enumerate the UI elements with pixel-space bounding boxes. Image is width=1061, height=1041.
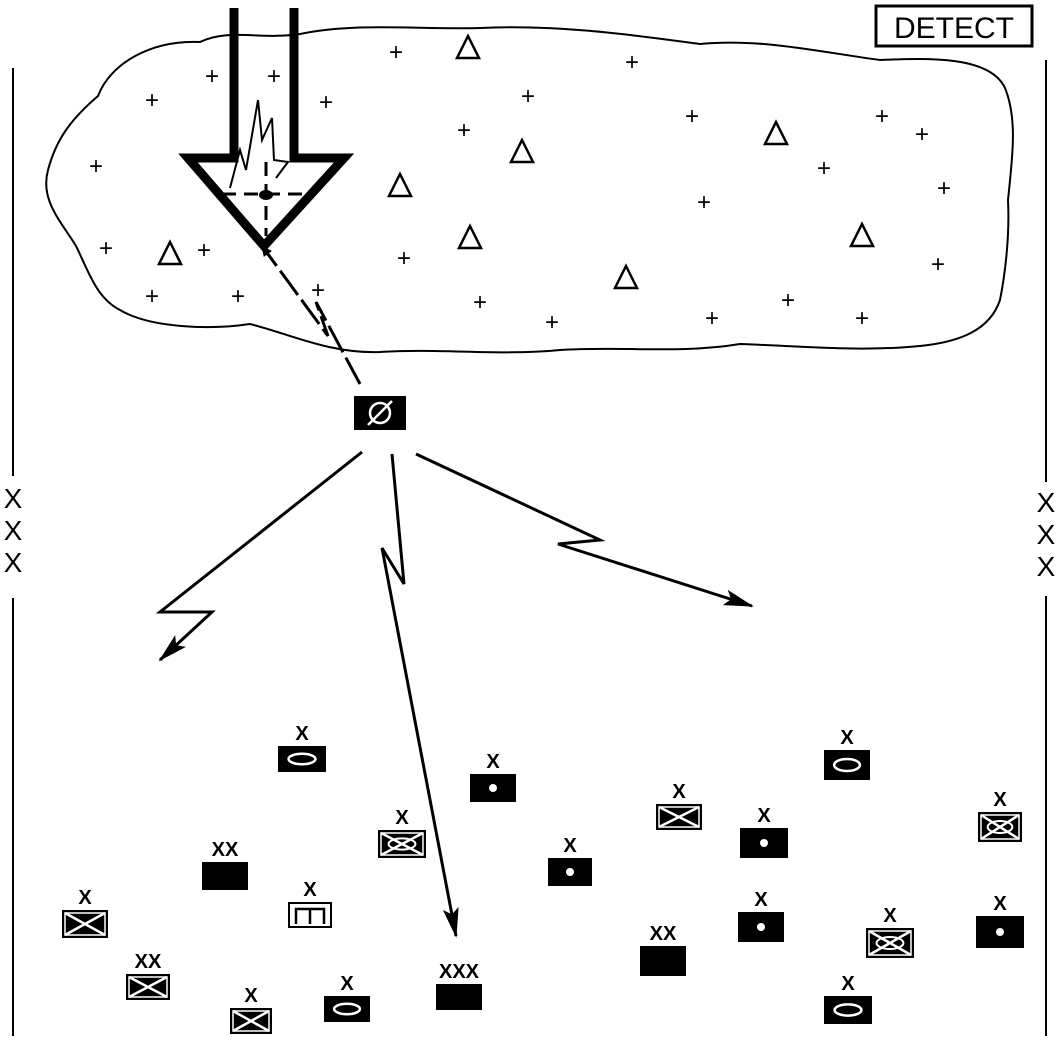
left-boundary-echelon-3: X xyxy=(4,547,23,578)
target-marker: + xyxy=(931,251,945,278)
right-boundary-echelon-2: X xyxy=(1037,519,1056,550)
target-marker: + xyxy=(817,155,831,182)
unit-echelon-label: XX xyxy=(135,951,162,973)
target-marker: + xyxy=(389,39,403,66)
armor-unit-icon: X xyxy=(824,727,870,780)
sensor-platform-icon xyxy=(354,396,406,430)
sensor-uplink-arrow xyxy=(260,244,362,385)
division-unit-icon: XX xyxy=(202,839,248,890)
infantry-unit-icon: X xyxy=(656,781,702,830)
enemy-area-outline xyxy=(45,26,1014,354)
infantry-unit-icon: XX xyxy=(126,951,170,1000)
unit-echelon-label: X xyxy=(395,807,409,829)
unit-echelon-label: X xyxy=(244,985,258,1007)
target-marker: + xyxy=(937,175,951,202)
unit-echelon-label: XXX xyxy=(439,961,480,983)
target-marker: + xyxy=(145,283,159,310)
artillery-unit-icon: X xyxy=(548,835,592,886)
target-marker: + xyxy=(231,283,245,310)
detect-label-text: DETECT xyxy=(894,12,1014,45)
air-defense-marker xyxy=(508,137,536,164)
right-boundary-echelon-3: X xyxy=(1037,551,1056,582)
right-boundary: X X X xyxy=(1037,60,1056,1036)
air-defense-marker xyxy=(386,171,414,198)
target-marker: + xyxy=(145,87,159,114)
unit-echelon-label: X xyxy=(993,789,1007,811)
air-defense-marker xyxy=(156,239,184,266)
artillery-unit-icon: X xyxy=(470,751,516,802)
air-defense-marker xyxy=(848,221,876,248)
air-defense-marker xyxy=(612,263,640,290)
target-marker: + xyxy=(457,117,471,144)
target-marker: + xyxy=(311,277,325,304)
target-marker: + xyxy=(89,153,103,180)
armor-unit-icon: X xyxy=(324,973,370,1022)
report-arrow-right xyxy=(415,452,754,608)
target-marker: + xyxy=(521,83,535,110)
detect-label: DETECT xyxy=(874,4,1034,48)
unit-echelon-label: X xyxy=(303,879,317,901)
target-marker: + xyxy=(875,103,889,130)
armored-infantry-unit-icon: X xyxy=(378,807,426,858)
unit-echelon-label: X xyxy=(841,973,855,995)
unit-echelon-label: X xyxy=(295,723,309,745)
detect-arrow xyxy=(178,8,355,253)
air-defense-markers xyxy=(156,33,876,290)
target-marker: + xyxy=(99,235,113,262)
unit-echelon-label: X xyxy=(78,887,92,909)
armor-unit-icon: X xyxy=(824,973,872,1024)
target-marker: + xyxy=(319,89,333,116)
target-markers: + + + + + + + + + + + + + + + + + + + + + + + + + + + xyxy=(89,39,951,336)
target-marker: + xyxy=(685,103,699,130)
target-marker: + xyxy=(397,245,411,272)
target-marker: + xyxy=(267,63,281,90)
target-marker: + xyxy=(205,63,219,90)
left-boundary-echelon-2: X xyxy=(4,515,23,546)
unit-echelon-label: X xyxy=(754,889,768,911)
unit-echelon-label: X xyxy=(883,905,897,927)
target-marker: + xyxy=(545,309,559,336)
report-arrow-left xyxy=(155,450,363,662)
right-boundary-echelon-1: X xyxy=(1037,487,1056,518)
armored-infantry-unit-icon: X xyxy=(866,905,914,958)
division-unit-icon: XX xyxy=(640,923,686,976)
target-marker: + xyxy=(197,237,211,264)
armor-unit-icon: X xyxy=(278,723,326,772)
air-defense-marker xyxy=(456,223,484,250)
engineer-unit-icon: X xyxy=(288,879,332,928)
unit-echelon-label: XX xyxy=(650,923,677,945)
unit-echelon-label: X xyxy=(757,805,771,827)
infantry-unit-icon: X xyxy=(230,985,272,1034)
target-marker: + xyxy=(625,49,639,76)
target-marker: + xyxy=(855,305,869,332)
unit-echelon-label: XX xyxy=(212,839,239,861)
target-marker: + xyxy=(697,189,711,216)
target-marker: + xyxy=(705,305,719,332)
target-marker: + xyxy=(915,121,929,148)
target-marker: + xyxy=(473,289,487,316)
air-defense-marker xyxy=(454,33,482,60)
unit-echelon-label: X xyxy=(672,781,686,803)
unit-echelon-label: X xyxy=(563,835,577,857)
left-boundary-echelon-1: X xyxy=(4,483,23,514)
unit-echelon-label: X xyxy=(840,727,854,749)
artillery-unit-icon: X xyxy=(740,805,788,858)
infantry-unit-icon: X xyxy=(62,887,108,938)
air-defense-marker xyxy=(762,119,790,146)
report-arrow-center xyxy=(380,453,459,938)
unit-echelon-label: X xyxy=(340,973,354,995)
left-boundary: X X X xyxy=(4,68,23,1036)
unit-echelon-label: X xyxy=(993,893,1007,915)
artillery-unit-icon: X xyxy=(976,893,1024,948)
corps-unit-icon: XXX xyxy=(436,961,482,1010)
unit-echelon-label: X xyxy=(486,751,500,773)
target-marker: + xyxy=(781,287,795,314)
artillery-unit-icon: X xyxy=(738,889,784,942)
armored-infantry-unit-icon: X xyxy=(978,789,1022,842)
